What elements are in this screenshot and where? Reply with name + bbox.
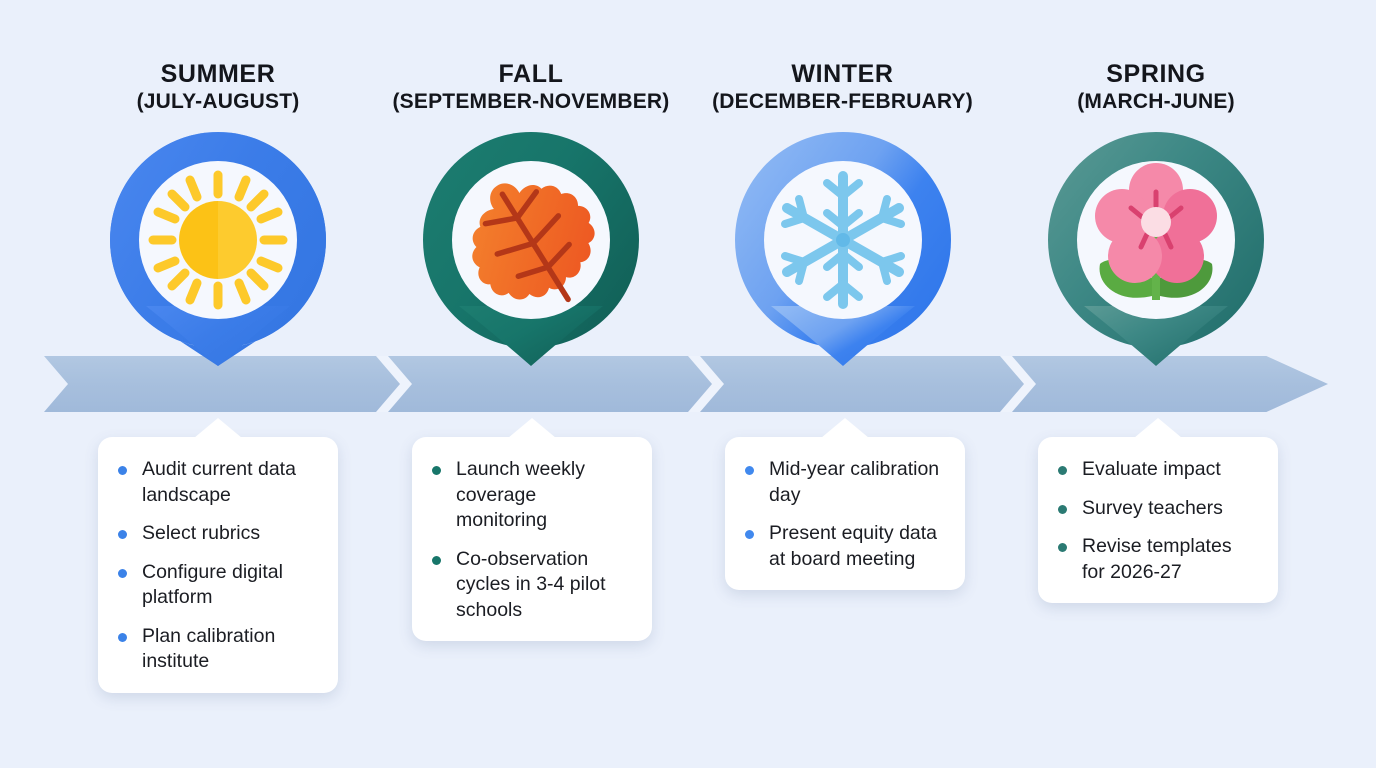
list-item-text: Evaluate impact [1082, 458, 1221, 480]
list-item-text: Configure digital platform [142, 560, 283, 609]
list-item-text: Revise templates for 2026-27 [1082, 535, 1232, 583]
sun-core-left [179, 201, 218, 279]
card-pointer [508, 418, 556, 438]
bullet-dot [745, 466, 754, 475]
list-item-text: Survey teachers [1082, 496, 1223, 519]
pin-tail [771, 306, 915, 366]
list-item: Survey teachers [1058, 496, 1258, 522]
list-item: Mid-year calibration day [745, 457, 945, 508]
pin-tail [146, 306, 290, 366]
season-pin-spring[interactable] [1040, 128, 1272, 368]
card-pointer [1134, 418, 1182, 438]
list-item-text: Plan calibration institute [142, 624, 276, 673]
bullet-dot [1058, 504, 1067, 514]
sun-icon [148, 170, 288, 310]
list-item: Configure digital platform [118, 560, 318, 611]
bullet-dot [118, 530, 127, 539]
season-pin-winter[interactable] [727, 128, 959, 368]
list-item: Audit current data landscape [118, 457, 318, 508]
list-item-text: Present equity data at board meeting [769, 522, 938, 570]
list-item: Select rubrics [118, 521, 318, 547]
season-title: FALL [498, 60, 564, 88]
snowflake-icon [781, 171, 905, 309]
task-list: Launch weekly coverage monitoring Co-obs… [432, 457, 632, 623]
season-card-spring: Evaluate impact Survey teachers Revise t… [1038, 418, 1278, 603]
list-item: Co-observation cycles in 3-4 pilot schoo… [432, 547, 632, 624]
arrow-bar-chevron [1000, 356, 1036, 412]
season-heading-summer: SUMMER (JULY-AUGUST) [98, 59, 338, 115]
season-subtitle: (DECEMBER-FEBRUARY) [712, 90, 973, 113]
pin-tail [1084, 306, 1228, 366]
bullet-dot [1058, 466, 1067, 475]
snowflake-hub [836, 233, 850, 247]
season-heading-fall: FALL (SEPTEMBER-NOVEMBER) [386, 59, 676, 115]
season-heading-spring: SPRING (MARCH-JUNE) [1036, 59, 1276, 115]
list-item: Launch weekly coverage monitoring [432, 457, 632, 534]
bullet-dot [432, 555, 441, 565]
list-item-text: Select rubrics [142, 522, 261, 544]
list-item-text: Co-observation cycles in 3-4 pilot schoo… [456, 547, 606, 621]
task-list: Mid-year calibration day Present equity … [745, 457, 945, 572]
season-card-winter: Mid-year calibration day Present equity … [725, 418, 965, 590]
bullet-dot [432, 466, 441, 475]
bullet-dot [118, 466, 127, 475]
bullet-dot [118, 568, 127, 578]
task-list: Audit current data landscape Select rubr… [118, 457, 318, 675]
season-subtitle: (SEPTEMBER-NOVEMBER) [392, 90, 670, 113]
card-pointer [821, 418, 869, 438]
flower-icon [1095, 163, 1217, 300]
flower-stamens [1128, 189, 1184, 250]
bullet-dot [1058, 543, 1067, 552]
leaf-icon [472, 183, 595, 303]
arrow-bar-chevron [688, 356, 724, 412]
season-title: SPRING [1106, 60, 1206, 88]
bullet-dot [118, 632, 127, 642]
season-heading-winter: WINTER (DECEMBER-FEBRUARY) [700, 59, 985, 115]
flower-center [1141, 207, 1171, 237]
list-item-text: Launch weekly coverage monitoring [456, 458, 585, 531]
timeline-arrow-bar [44, 344, 1328, 424]
season-pin-fall[interactable] [415, 128, 647, 368]
season-title: WINTER [791, 60, 894, 88]
season-card-fall: Launch weekly coverage monitoring Co-obs… [412, 418, 652, 641]
sun-core-right [218, 201, 257, 279]
season-card-summer: Audit current data landscape Select rubr… [98, 418, 338, 693]
list-item-text: Audit current data landscape [142, 458, 296, 506]
season-title: SUMMER [160, 60, 276, 88]
leaf-veins [482, 189, 572, 303]
task-list: Evaluate impact Survey teachers Revise t… [1058, 457, 1258, 585]
season-subtitle: (JULY-AUGUST) [136, 90, 300, 113]
card-pointer [194, 418, 242, 438]
list-item: Revise templates for 2026-27 [1058, 534, 1258, 585]
list-item: Evaluate impact [1058, 457, 1258, 483]
list-item: Plan calibration institute [118, 624, 318, 675]
season-subtitle: (MARCH-JUNE) [1077, 90, 1235, 113]
arrow-bar-chevron [376, 356, 412, 412]
flower-petals [1095, 163, 1217, 283]
bullet-dot [745, 530, 754, 539]
pin-tail [459, 306, 603, 366]
list-item-text: Mid-year calibration day [769, 458, 940, 506]
season-pin-summer[interactable] [102, 128, 334, 368]
list-item: Present equity data at board meeting [745, 521, 945, 572]
